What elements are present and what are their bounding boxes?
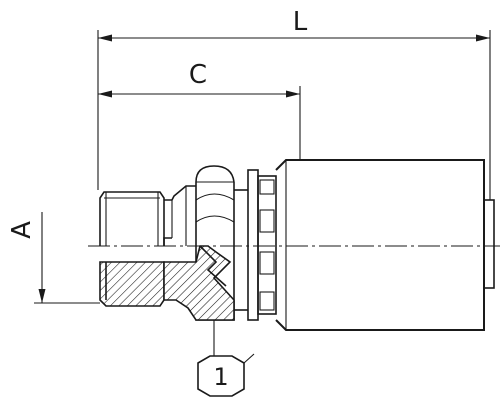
dimension-a: A [7,212,100,304]
dimension-a-arrow [38,289,46,303]
male-thread-nipple [99,191,165,246]
dimension-c-arrow-right [286,90,300,98]
dimension-c-arrow-left [98,90,112,98]
ferrule-sleeve [275,159,495,331]
dimension-l-arrow-right [476,34,490,42]
dimension-l-label: L [293,7,308,37]
dimension-l: L [97,7,491,200]
dimension-c-label: C [189,60,207,90]
hex-callout-tick [243,353,255,364]
dimension-c: C [98,60,301,160]
hex-callout-label: 1 [213,363,228,391]
cross-section [99,245,235,321]
dimension-a-label: A [7,221,37,239]
hex-callout: 1 [197,320,255,397]
fitting-neck [163,185,196,246]
fitting-body [88,159,500,331]
dimension-l-arrow-left [98,34,112,42]
hex-callout-symbol [197,355,245,397]
collar-rings [234,169,277,321]
